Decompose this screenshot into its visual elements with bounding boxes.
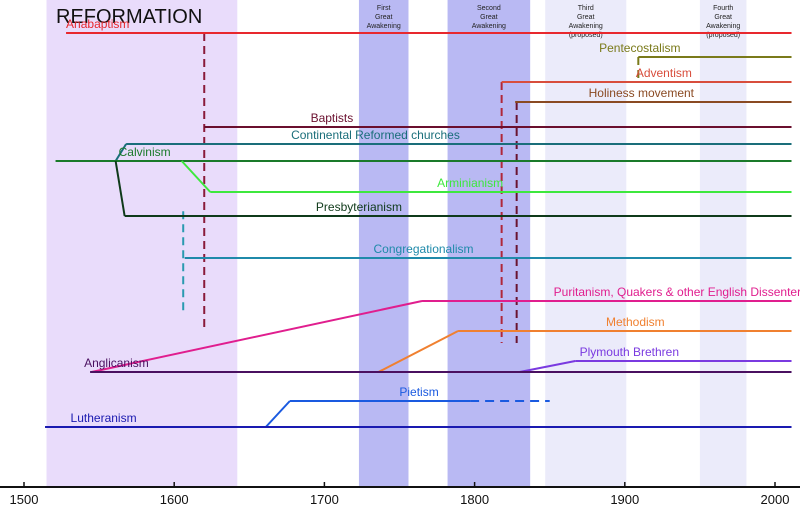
arminianism-line <box>180 160 211 193</box>
plymouth-label: Plymouth Brethren <box>580 345 679 359</box>
pentecostalism-label: Pentecostalism <box>599 41 680 55</box>
presbyterianism-label: Presbyterianism <box>316 200 402 214</box>
tick-label: 1700 <box>310 492 339 507</box>
holiness-label: Holiness movement <box>589 86 695 100</box>
congregationalism-label: Congregationalism <box>374 242 474 256</box>
tick-label: 1800 <box>460 492 489 507</box>
fourth-awakening-label: Great <box>714 14 732 21</box>
lutheranism-label: Lutheranism <box>71 411 137 425</box>
anglicanism-label: Anglicanism <box>84 356 149 370</box>
first-awakening-band <box>358 0 409 486</box>
puritanism-line <box>91 300 423 373</box>
dashed-links <box>182 33 640 343</box>
methodism-label: Methodism <box>606 315 665 329</box>
methodism-line <box>378 330 459 373</box>
pietism-line <box>265 400 291 428</box>
third-awakening-label: Great <box>577 14 595 21</box>
anabaptism-label: Anabaptism <box>66 17 129 31</box>
third-awakening-label: Awakening <box>569 23 603 30</box>
diagram-title: REFORMATION <box>56 6 202 28</box>
third-awakening-label: Third <box>578 5 594 12</box>
second-awakening-label: Second <box>477 5 501 12</box>
tick-label: 1600 <box>160 492 189 507</box>
first-awakening-label: Great <box>375 14 393 21</box>
third-awakening-band <box>545 0 627 486</box>
second-awakening-label: Awakening <box>472 23 506 30</box>
baptists-label: Baptists <box>311 111 354 125</box>
continental-label: Continental Reformed churches <box>291 128 460 142</box>
puritanism-label: Puritanism, Quakers & other English Diss… <box>554 285 800 299</box>
first-awakening-label: First <box>377 5 391 12</box>
tick-label: 1500 <box>10 492 39 507</box>
movement-labels: AnabaptismPentecostalismAdventismHolines… <box>66 17 800 425</box>
tick-label: 2000 <box>761 492 790 507</box>
adventism-label: Adventism <box>636 66 692 80</box>
reformation-band <box>46 0 238 486</box>
second-awakening-label: Great <box>480 14 498 21</box>
year-axis: 1500 1600 1700 1800 1900 2000 <box>0 482 800 507</box>
movement-lines <box>45 32 792 428</box>
fourth-awakening-label: Awakening <box>706 23 740 30</box>
tick-label: 1900 <box>610 492 639 507</box>
third-awakening-label: (proposed) <box>569 32 603 39</box>
continental-line <box>114 143 127 162</box>
arminianism-label: Arminianism <box>437 176 503 190</box>
first-awakening-label: Awakening <box>367 23 401 30</box>
fourth-awakening-label: Fourth <box>713 5 733 12</box>
plymouth-line <box>519 360 576 373</box>
fourth-awakening-label: (proposed) <box>706 32 740 39</box>
presbyterianism-line <box>114 160 126 217</box>
pietism-label: Pietism <box>399 385 438 399</box>
fourth-awakening-band <box>699 0 747 486</box>
calvinism-label: Calvinism <box>119 145 171 159</box>
